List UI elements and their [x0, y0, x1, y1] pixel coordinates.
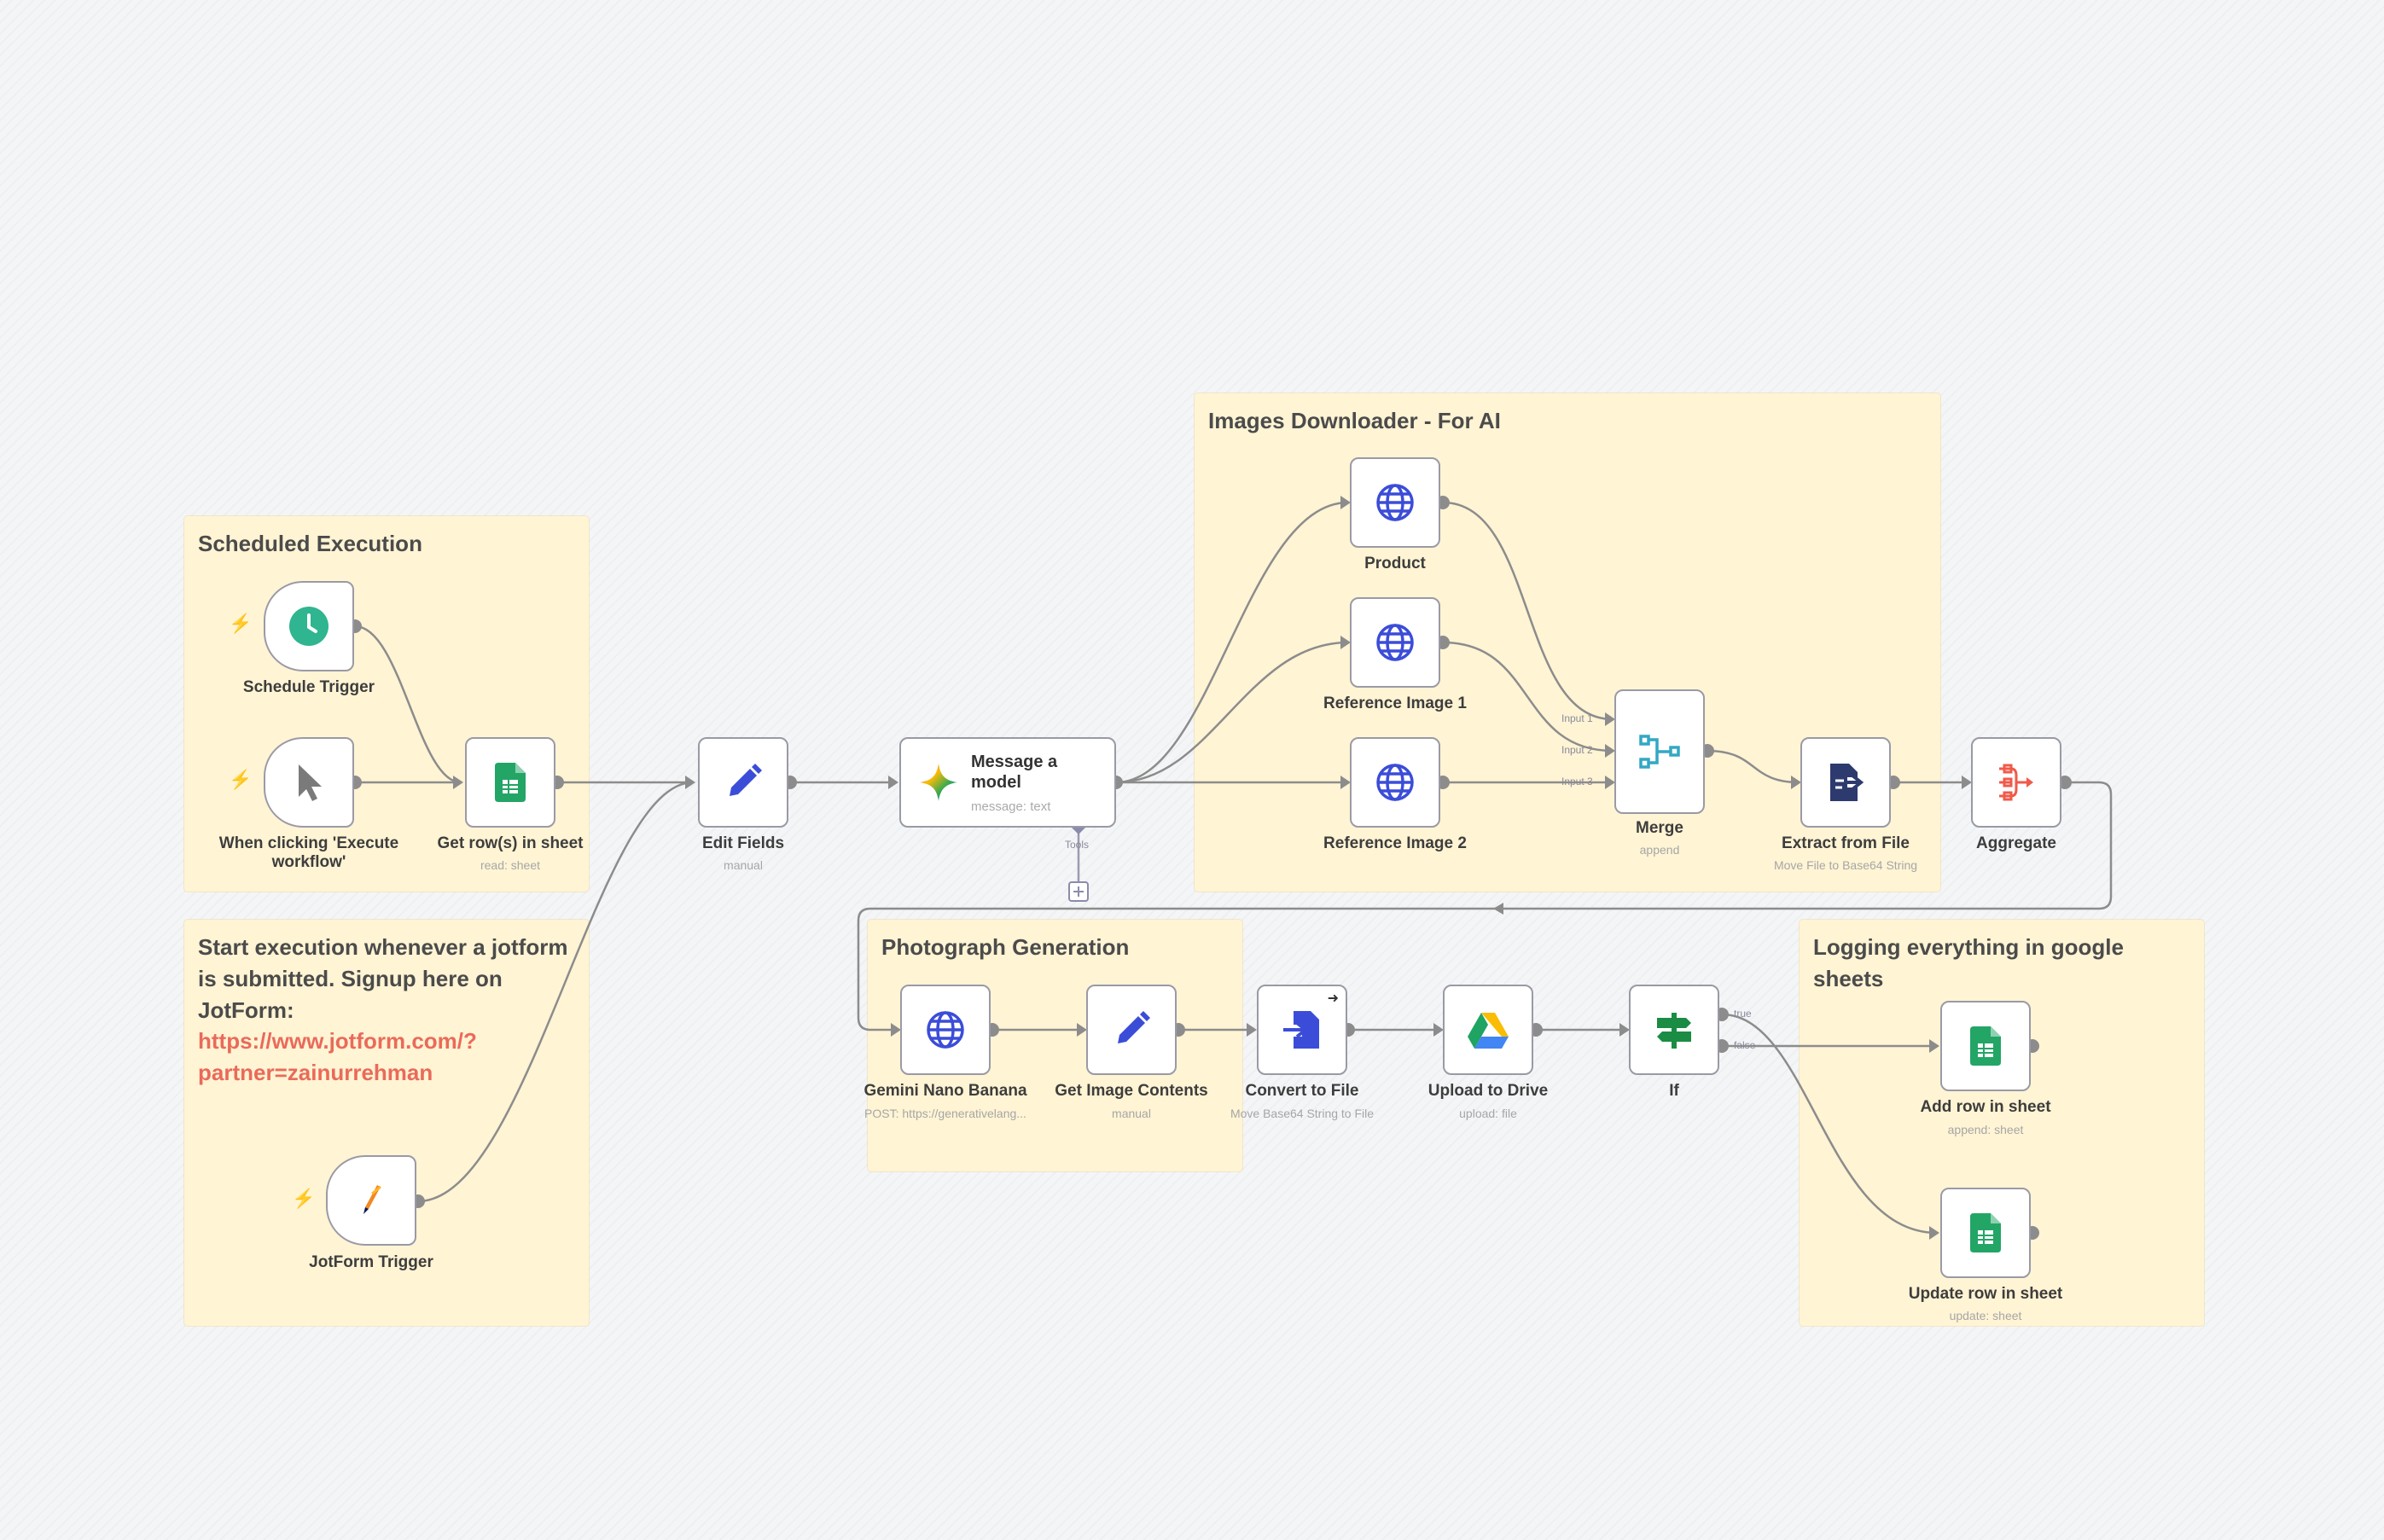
- google-sheets-icon: [1970, 1026, 2001, 1066]
- node-subtitle: upload: file: [1459, 1107, 1517, 1120]
- gemini-icon: [920, 764, 957, 801]
- node-label: When clicking 'Execute workflow': [218, 834, 399, 871]
- node-product[interactable]: [1350, 457, 1440, 548]
- pencil-icon: [730, 764, 762, 796]
- node-subtitle: read: sheet: [480, 858, 541, 872]
- node-label: Message a model: [971, 752, 1058, 792]
- wire-schedule-to-getrows: [354, 625, 462, 784]
- wire-product-to-merge: [1442, 501, 1614, 721]
- wire-model-to-product: [1115, 501, 1349, 784]
- node-edit-fields[interactable]: [698, 737, 788, 828]
- if-false-label: false: [1734, 1039, 1756, 1051]
- sticky-title: Images Downloader - For AI: [1208, 408, 1501, 433]
- merge-icon: [1639, 735, 1680, 769]
- sticky-title: Photograph Generation: [881, 934, 1130, 960]
- globe-icon: [927, 1011, 964, 1049]
- node-message-a-model[interactable]: Message a model message: text: [899, 737, 1116, 828]
- flow-arrow: [1493, 903, 1503, 915]
- node-extract-from-file[interactable]: [1800, 737, 1891, 828]
- globe-icon: [1376, 764, 1414, 801]
- trigger-bolt-icon: ⚡: [229, 769, 253, 790]
- wire-aggregate-loop: [857, 781, 2113, 1032]
- merge-input-1-label: Input 1: [1561, 712, 1593, 724]
- sticky-title: Start execution whenever a jotform is su…: [198, 934, 568, 1023]
- node-subtitle: POST: https://generativelang...: [864, 1107, 1026, 1120]
- node-upload-to-drive[interactable]: [1443, 985, 1533, 1075]
- node-label: Edit Fields: [701, 834, 785, 852]
- node-get-rows-in-sheet[interactable]: [465, 737, 555, 828]
- node-subtitle: append: sheet: [1947, 1123, 2024, 1136]
- signpost-icon: [1657, 1013, 1691, 1049]
- node-add-row-in-sheet[interactable]: [1940, 1001, 2031, 1091]
- node-label: Product: [1364, 555, 1426, 572]
- jotform-icon: [363, 1185, 381, 1214]
- node-gemini-nano-banana[interactable]: [900, 985, 991, 1075]
- node-merge[interactable]: [1614, 689, 1705, 814]
- google-sheets-icon: [1970, 1213, 2001, 1252]
- sticky-title: Scheduled Execution: [198, 531, 422, 556]
- aggregate-icon: [1999, 764, 2033, 801]
- node-subtitle: Move File to Base64 String: [1773, 858, 1918, 872]
- node-jotform-trigger[interactable]: [326, 1155, 416, 1246]
- jotform-signup-link[interactable]: https://www.jotform.com/?partner=zainurr…: [198, 1028, 477, 1085]
- file-export-icon: [1830, 764, 1864, 801]
- node-label: Get row(s) in sheet: [437, 834, 584, 852]
- file-convert-icon: [1283, 1011, 1319, 1049]
- merge-input-3-label: Input 3: [1561, 776, 1593, 787]
- node-subtitle: append: [1639, 843, 1680, 857]
- node-convert-to-file[interactable]: ➜: [1257, 985, 1347, 1075]
- merge-input-2-label: Input 2: [1561, 744, 1593, 756]
- pencil-icon: [1118, 1011, 1150, 1043]
- node-aggregate[interactable]: [1971, 737, 2061, 828]
- google-sheets-icon: [495, 763, 526, 802]
- node-manual-trigger[interactable]: [264, 737, 354, 828]
- node-subtitle: message: text: [971, 799, 1051, 814]
- if-true-label: true: [1734, 1008, 1752, 1020]
- node-label: If: [1669, 1082, 1679, 1100]
- tools-connector-label: Tools: [1065, 839, 1090, 851]
- node-schedule-trigger[interactable]: [264, 581, 354, 671]
- node-update-row-in-sheet[interactable]: [1940, 1188, 2031, 1278]
- node-reference-image-2[interactable]: [1350, 737, 1440, 828]
- node-label: Reference Image 2: [1323, 834, 1467, 852]
- node-label: Merge: [1636, 819, 1683, 837]
- node-label: JotForm Trigger: [309, 1253, 433, 1271]
- clock-icon: [289, 607, 329, 646]
- sticky-scheduled-execution[interactable]: Scheduled Execution: [184, 516, 589, 892]
- node-if[interactable]: [1629, 985, 1719, 1075]
- node-label: Schedule Trigger: [242, 678, 375, 696]
- node-label: Upload to Drive: [1427, 1082, 1549, 1100]
- node-subtitle: Move Base64 String to File: [1230, 1107, 1375, 1120]
- node-label: Extract from File: [1782, 834, 1910, 852]
- trigger-bolt-icon: ⚡: [229, 613, 253, 634]
- wire-ref1-to-merge: [1442, 641, 1614, 753]
- trigger-bolt-icon: ⚡: [292, 1188, 316, 1209]
- node-subtitle: manual: [1112, 1107, 1151, 1120]
- cursor-icon: [299, 764, 322, 801]
- wire-if-true-to-updaterow: [1721, 1013, 1938, 1235]
- sticky-title: Logging everything in google sheets: [1813, 934, 2124, 991]
- node-reference-image-1[interactable]: [1350, 597, 1440, 688]
- node-label: Get Image Contents: [1055, 1082, 1208, 1100]
- node-label: Reference Image 1: [1323, 694, 1467, 712]
- node-subtitle: update: sheet: [1949, 1309, 2022, 1322]
- node-label: Update row in sheet: [1908, 1285, 2063, 1303]
- google-drive-icon: [1468, 1013, 1509, 1049]
- node-label: Convert to File: [1245, 1082, 1359, 1100]
- sticky-jotform-info[interactable]: Start execution whenever a jotform is su…: [184, 920, 589, 1326]
- globe-icon: [1376, 624, 1414, 661]
- wire-model-to-ref1: [1115, 641, 1349, 784]
- external-link-icon: ➜: [1327, 991, 1339, 1006]
- node-subtitle: manual: [724, 858, 763, 872]
- node-get-image-contents[interactable]: [1086, 985, 1177, 1075]
- globe-icon: [1376, 484, 1414, 521]
- node-label: Aggregate: [1976, 834, 2056, 852]
- node-label: Add row in sheet: [1920, 1098, 2051, 1116]
- node-label: Gemini Nano Banana: [863, 1082, 1027, 1100]
- wire-jotform-to-editfields: [417, 781, 694, 1203]
- wire-merge-to-extract: [1707, 749, 1800, 784]
